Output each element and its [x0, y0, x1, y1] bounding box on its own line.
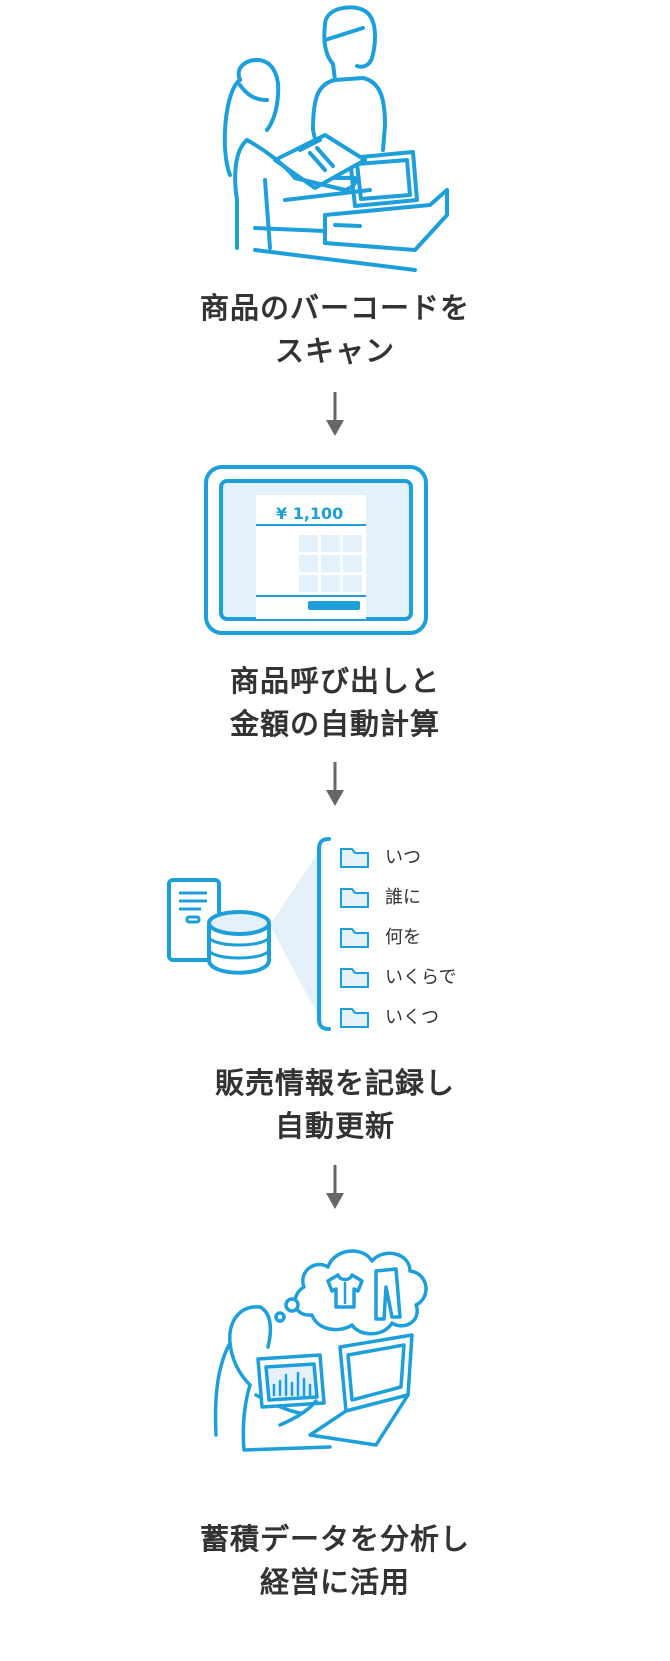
- folder-label-who: 誰に: [385, 887, 421, 908]
- price-display: ¥ 1,100: [276, 504, 343, 523]
- step-3-caption-line-1: 販売情報を記録し: [214, 1066, 455, 1100]
- step-2-caption-line-1: 商品呼び出しと: [229, 664, 440, 698]
- step-3-caption: 販売情報を記録し 自動更新: [0, 1062, 670, 1148]
- folder-icon: [340, 968, 369, 988]
- folder-icon: [340, 888, 369, 908]
- down-arrow-icon: [326, 1165, 344, 1209]
- down-arrow-icon: [326, 392, 344, 436]
- step-3-caption-line-2: 自動更新: [274, 1109, 395, 1143]
- database-record-icon: いつ 誰に 何を いくらで いくつ: [167, 837, 456, 1031]
- step-4-caption: 蓄積データを分析し 経営に活用: [0, 1518, 670, 1604]
- step-4-caption-line-2: 経営に活用: [259, 1565, 410, 1599]
- folder-icon: [340, 1008, 369, 1028]
- step-2-caption: 商品呼び出しと 金額の自動計算: [0, 660, 670, 746]
- folder-label-what: 何を: [385, 927, 421, 948]
- down-arrow-icon: [326, 762, 344, 806]
- step-1-caption-line-1: 商品のバーコードを: [199, 291, 470, 325]
- checkout-scan-icon: [222, 5, 449, 272]
- folder-label-how-much: いくらで: [385, 967, 456, 988]
- analysis-laptop-icon: [213, 1249, 428, 1452]
- folder-icon: [340, 928, 369, 948]
- folder-icon: [340, 848, 369, 868]
- step-2-caption-line-2: 金額の自動計算: [229, 707, 440, 741]
- step-1-caption: 商品のバーコードを スキャン: [0, 287, 670, 373]
- folder-label-when: いつ: [385, 847, 421, 868]
- pos-tablet-icon: ¥ 1,100: [204, 465, 428, 635]
- folder-label-how-many: いくつ: [385, 1007, 439, 1028]
- step-1-caption-line-2: スキャン: [274, 334, 395, 368]
- step-4-caption-line-1: 蓄積データを分析し: [199, 1522, 470, 1556]
